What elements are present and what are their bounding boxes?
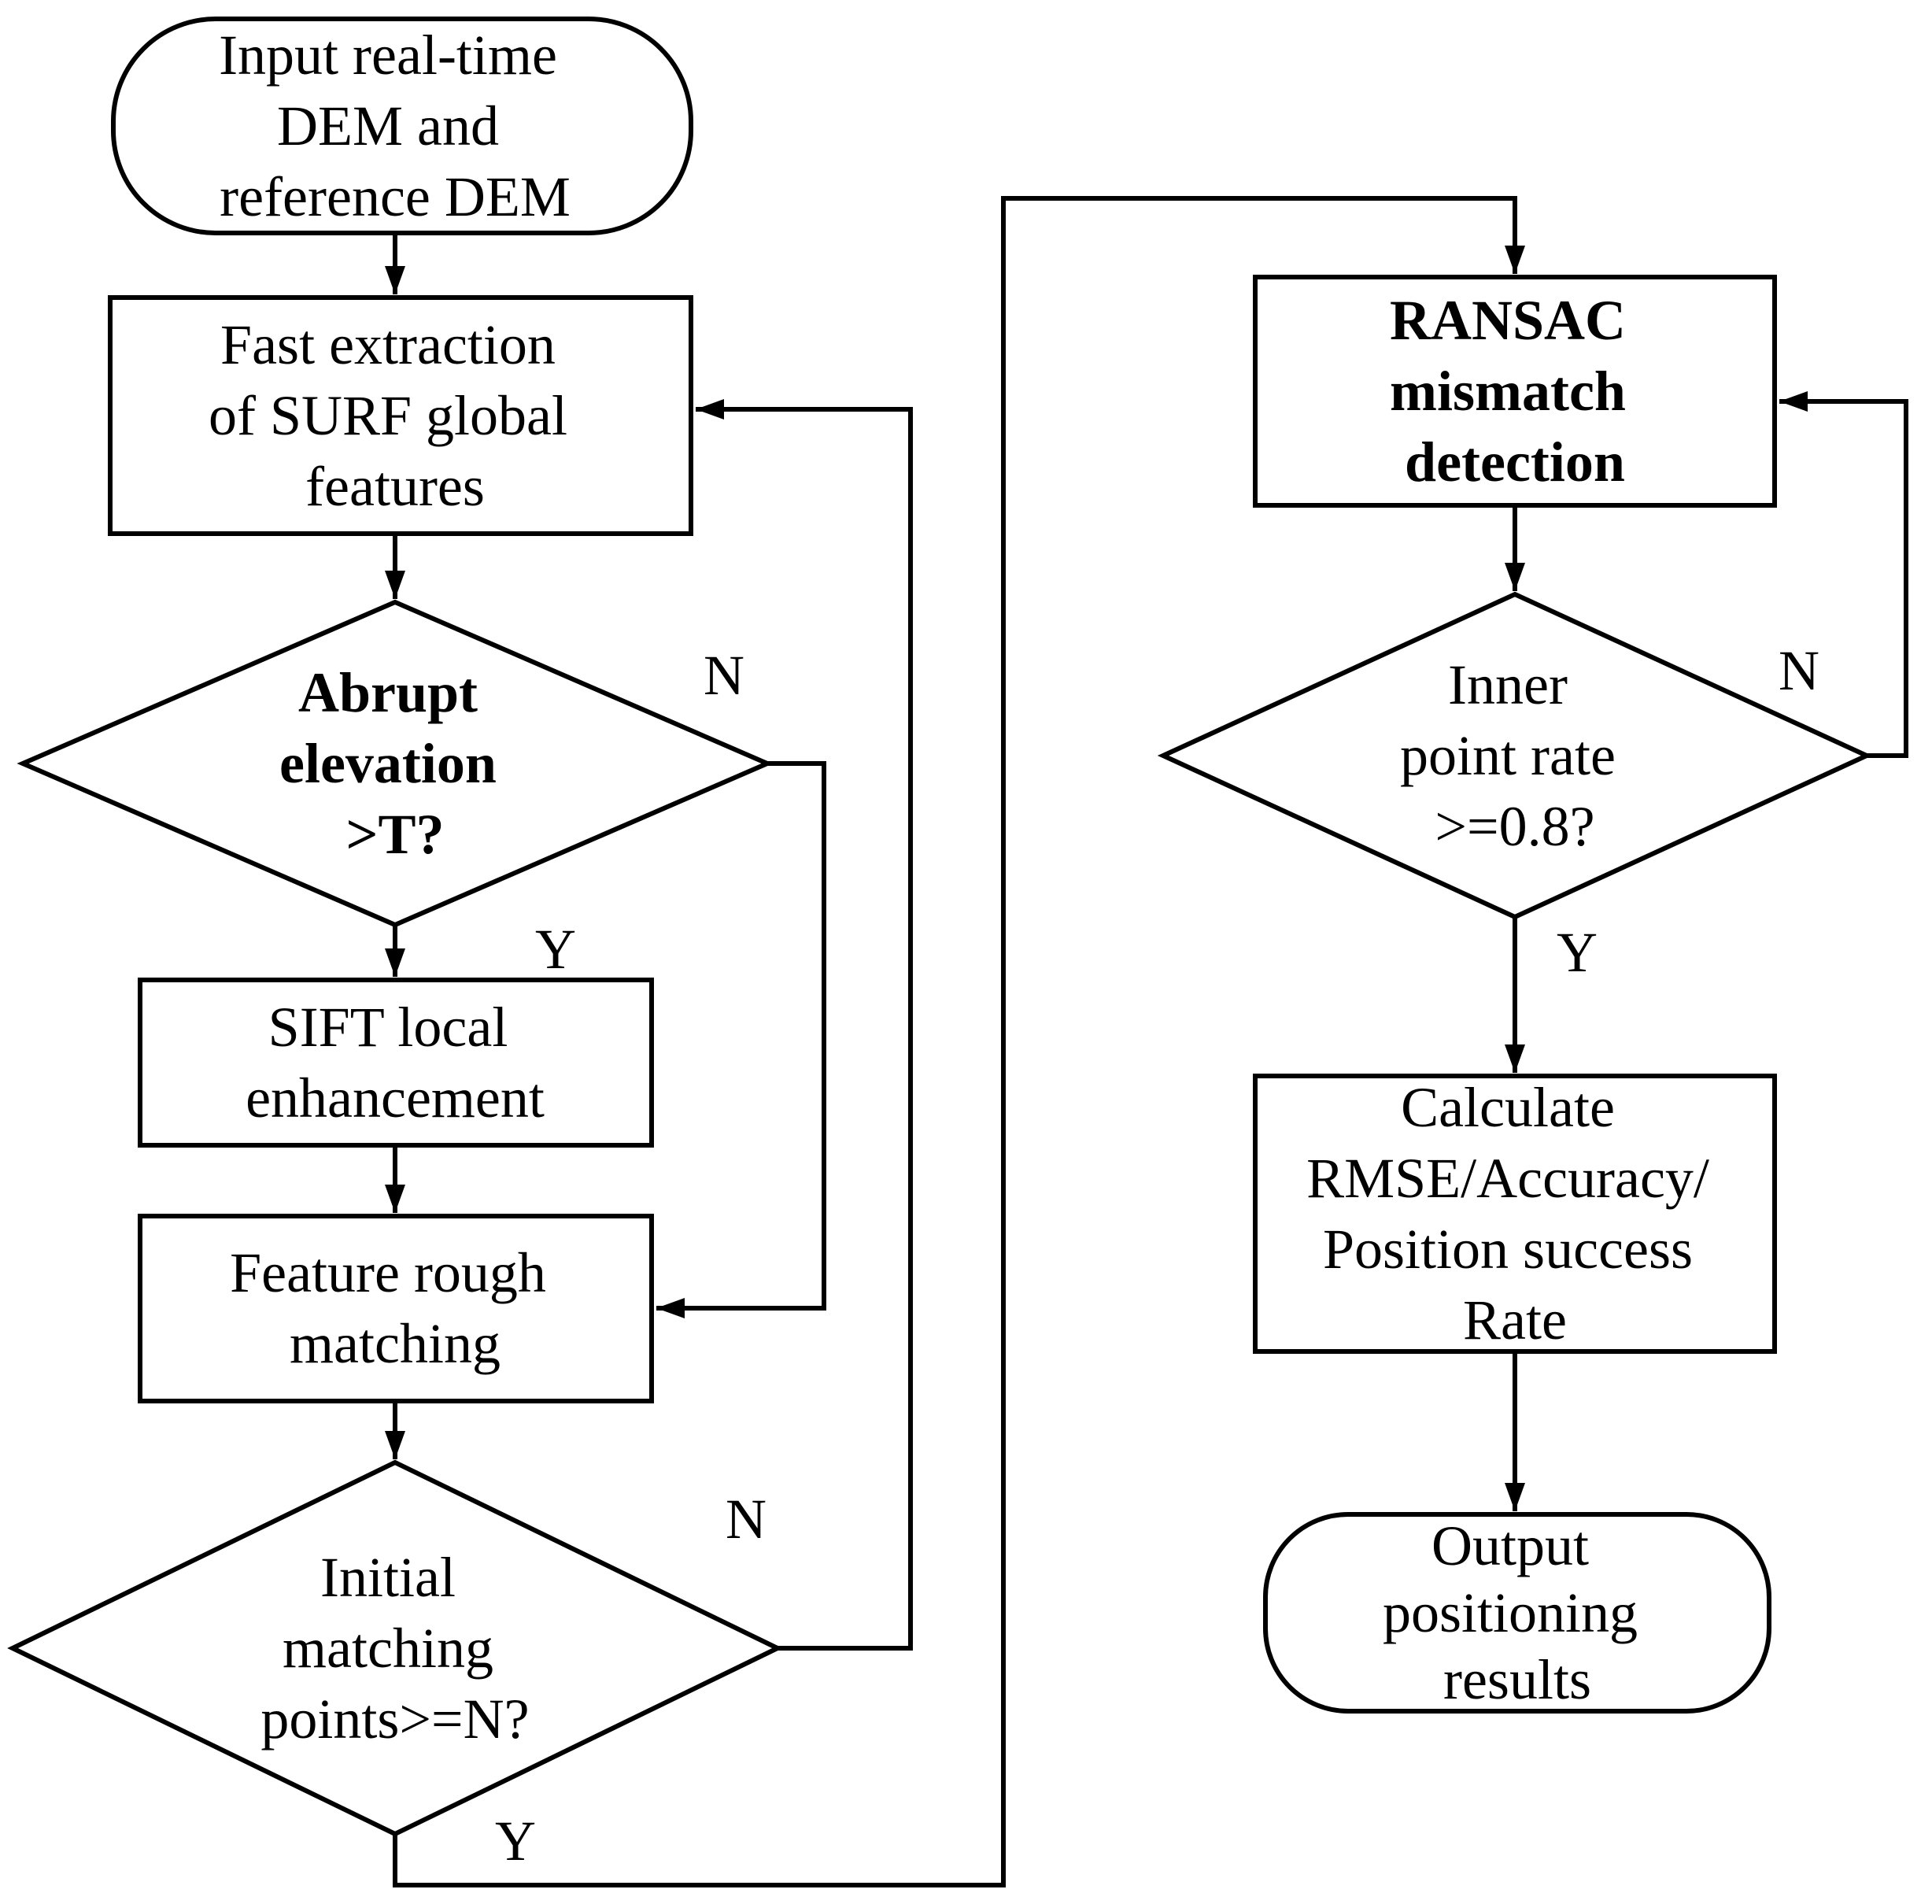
node-abrupt-elevation-decision: Abrupt elevation >T?: [17, 599, 774, 928]
process-shape: [138, 1214, 654, 1403]
node-initial-matching-text: Initial matching points>=N?: [260, 1546, 529, 1751]
decision-shape: [1157, 591, 1873, 920]
edge-initial-yes-to-ransac: [393, 196, 1525, 1887]
label-initial-no: N: [726, 1488, 767, 1551]
node-inner-point-rate-text: Inner point rate >=0.8?: [1400, 653, 1630, 858]
label-initial-yes: Y: [495, 1810, 536, 1873]
process-shape: [138, 978, 654, 1148]
edges: [385, 196, 1908, 1887]
process-shape: [1253, 275, 1777, 508]
edge-inner-no-to-ransac: [1779, 391, 1908, 758]
edge-initial-no-to-surf: [696, 399, 913, 1651]
node-inner-point-rate-decision: Inner point rate >=0.8?: [1157, 591, 1873, 920]
edge-labels: N Y N Y N Y: [495, 639, 1819, 1873]
node-input-dem: Input real-time DEM and reference DEM: [111, 17, 693, 235]
node-sift-enhancement: SIFT local enhancement: [138, 978, 654, 1148]
node-sift-enhancement-text: SIFT local enhancement: [246, 996, 545, 1129]
node-output-results-text: Output positioning results: [1383, 1514, 1652, 1711]
label-inner-no: N: [1779, 639, 1819, 702]
node-surf-extraction-text: Fast extraction of SURF global features: [209, 313, 582, 518]
node-initial-matching-decision: Initial matching points>=N?: [7, 1459, 783, 1837]
node-ransac-detection: RANSAC mismatch detection: [1253, 275, 1777, 508]
decision-shape: [7, 1459, 783, 1837]
process-shape: [108, 295, 693, 536]
terminator-shape: [1263, 1512, 1771, 1714]
terminator-shape: [111, 17, 693, 235]
label-abrupt-yes: Y: [535, 918, 576, 981]
node-feature-rough-matching-text: Feature rough matching: [230, 1241, 560, 1375]
node-calculate-metrics-text: Calculate RMSE/Accuracy/ Position succes…: [1306, 1076, 1723, 1351]
process-shape: [1253, 1074, 1777, 1354]
edge-abrupt-no-to-rough: [656, 761, 826, 1318]
label-inner-yes: Y: [1557, 921, 1598, 984]
node-abrupt-elevation-text: Abrupt elevation >T?: [279, 661, 511, 866]
decision-shape: [17, 599, 774, 928]
node-feature-rough-matching: Feature rough matching: [138, 1214, 654, 1403]
label-abrupt-no: N: [704, 644, 744, 707]
node-output-results: Output positioning results: [1263, 1512, 1771, 1714]
node-ransac-detection-text: RANSAC mismatch detection: [1390, 289, 1640, 494]
node-surf-extraction: Fast extraction of SURF global features: [108, 295, 693, 536]
node-input-dem-text: Input real-time DEM and reference DEM: [219, 24, 571, 228]
node-calculate-metrics: Calculate RMSE/Accuracy/ Position succes…: [1253, 1074, 1777, 1354]
